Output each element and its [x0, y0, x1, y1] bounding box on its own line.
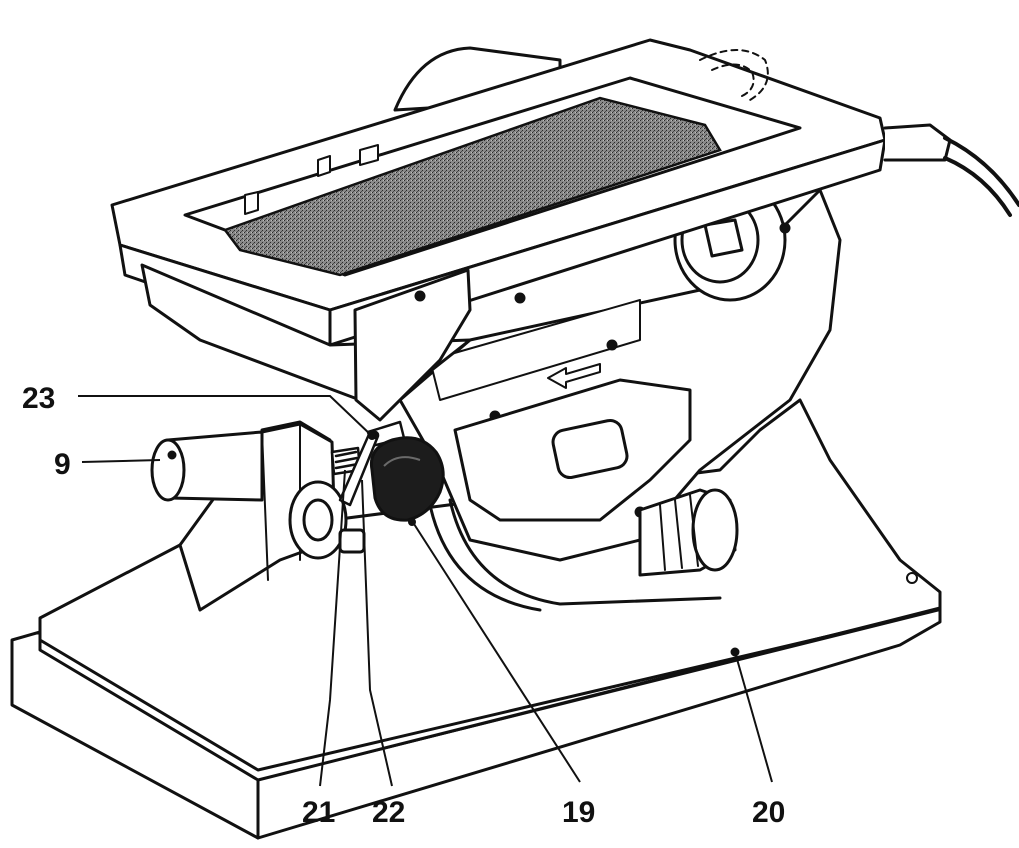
leader-19	[413, 523, 581, 783]
callout-19: 19	[562, 796, 595, 829]
base-curve	[428, 498, 722, 612]
rod-9	[150, 430, 264, 502]
callout-9: 9	[54, 448, 71, 481]
callout-20: 20	[752, 796, 785, 829]
clamp-knob-19	[369, 436, 445, 526]
cover-panel	[453, 378, 692, 522]
callout-21: 21	[302, 796, 335, 829]
leader-lines	[78, 395, 773, 787]
leader-22	[361, 479, 393, 787]
callout-23: 23	[22, 382, 55, 415]
leader-23	[78, 395, 373, 437]
leader-20	[734, 651, 773, 783]
leader-21	[319, 469, 346, 787]
abrasive-belt	[222, 96, 722, 277]
dust-port	[638, 488, 739, 577]
callout-22: 22	[372, 796, 405, 829]
power-cord	[883, 123, 1019, 217]
leader-9	[81, 459, 161, 463]
pivot-bushing	[288, 480, 366, 560]
